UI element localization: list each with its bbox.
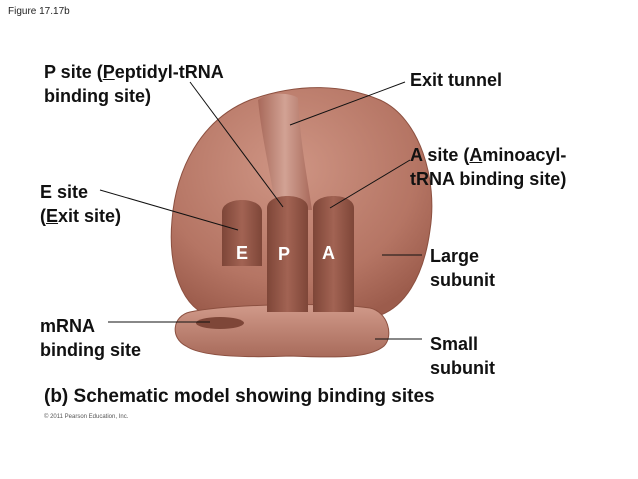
label-large-subunit: Large subunit xyxy=(430,246,495,290)
label-exit-tunnel: Exit tunnel xyxy=(410,70,503,90)
a-site-letter: A xyxy=(322,243,335,263)
small-subunit xyxy=(174,304,390,358)
label-small-subunit: Small subunit xyxy=(430,334,495,378)
exit-tunnel xyxy=(258,93,312,210)
mrna-groove xyxy=(196,317,244,329)
figure-label: Figure 17.17b xyxy=(8,6,70,17)
label-p-site: P site (Peptidyl-tRNA binding site) xyxy=(44,62,224,106)
caption: (b) Schematic model showing binding site… xyxy=(44,386,435,407)
leader-exit-tunnel xyxy=(289,81,406,126)
leader-e-site xyxy=(99,189,239,231)
e-site-letter: E xyxy=(236,243,248,263)
p-site-shape xyxy=(267,196,308,312)
copyright: © 2011 Pearson Education, Inc. xyxy=(44,414,129,420)
p-site-letter: P xyxy=(278,244,290,264)
leader-p-site xyxy=(189,81,284,208)
e-site-shape xyxy=(222,200,262,266)
label-a-site: A site (Aminoacyl- tRNA binding site) xyxy=(410,145,567,189)
leader-a-site xyxy=(329,159,411,209)
label-e-site: E site (Exit site) xyxy=(40,182,122,226)
label-mrna-binding-site: mRNA binding site xyxy=(40,316,141,360)
a-site-shape xyxy=(313,196,354,312)
